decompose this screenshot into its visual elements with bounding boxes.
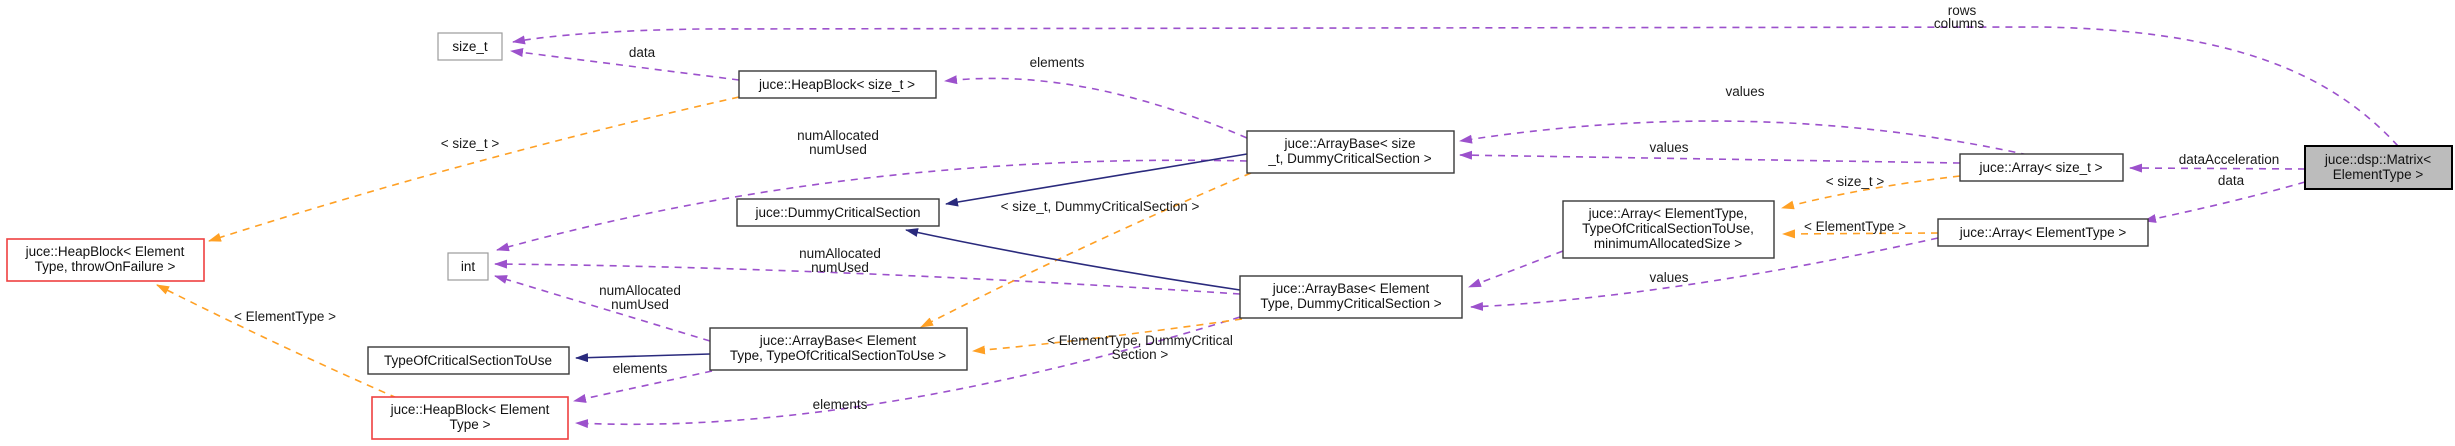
edge-label-template-sizet-dummycs: < size_t, DummyCriticalSection > xyxy=(1001,199,1200,214)
edge-label-template-sizet-heapblock: < size_t > xyxy=(441,136,500,151)
node-arraybase-elementtype-dummycriticalsection-label-1: juce::ArrayBase< Element xyxy=(1272,281,1430,296)
edge-label-numallocated-3: numAllocated xyxy=(599,283,681,298)
node-heapblock-size-t-label: juce::HeapBlock< size_t > xyxy=(758,77,915,92)
node-heapblock-size-t-box xyxy=(738,70,937,99)
edge-data-heapblock-to-sizet xyxy=(510,48,740,81)
node-typeofcriticalsectiontouse-box xyxy=(367,346,570,375)
edge-template-heapblock-elementtype xyxy=(156,284,398,399)
node-array-elementtype[interactable]: juce::Array< ElementType > xyxy=(1937,218,2149,247)
node-arraybase-elementtype-typeofcriticalsectiontouse-label-1: juce::ArrayBase< Element xyxy=(759,333,917,348)
node-arraybase-size-t[interactable]: juce::ArrayBase< size _t, DummyCriticalS… xyxy=(1246,130,1455,174)
node-array-elementtype-box xyxy=(1937,218,2149,247)
node-dsp-matrix-box xyxy=(2304,145,2453,190)
node-heapblock-elementtype-throwonfailure-label-1: juce::HeapBlock< Element xyxy=(25,244,185,259)
edge-label-numused-3: numUsed xyxy=(611,297,669,312)
node-arraybase-elementtype-typeofcriticalsectiontouse[interactable]: juce::ArrayBase< Element Type, TypeOfCri… xyxy=(709,327,968,371)
edge-label-numused-1: numUsed xyxy=(809,142,867,157)
edge-inherit-arraybase-sizet-dummycs xyxy=(945,153,1248,207)
node-typeofcriticalsectiontouse-label: TypeOfCriticalSectionToUse xyxy=(384,353,552,368)
edge-values-top xyxy=(1459,120,2029,156)
node-array-size-t[interactable]: juce::Array< size_t > xyxy=(1959,153,2124,182)
edge-inherit-arraybase-tocstu xyxy=(575,353,711,363)
node-array-elementtype-generic-label-3: minimumAllocatedSize > xyxy=(1594,236,1742,251)
node-array-elementtype-generic[interactable]: juce::Array< ElementType, TypeOfCritical… xyxy=(1562,200,1775,259)
edge-inherit-arraybase-etdcs-dummycs xyxy=(905,228,1241,291)
node-size-t-label: size_t xyxy=(452,39,488,54)
edge-template-heapblock-sizet xyxy=(208,96,740,242)
node-arraybase-elementtype-dummycriticalsection-label-2: Type, DummyCriticalSection > xyxy=(1260,296,1441,311)
edge-label-elements-tocstu: elements xyxy=(613,361,668,376)
edge-values-array-elementtype-to-arraybase xyxy=(1470,237,1939,311)
node-size-t[interactable]: size_t xyxy=(437,32,503,61)
edge-label-template-elementtype-dummycs-1: < ElementType, DummyCritical xyxy=(1047,333,1233,348)
edge-label-values-sizet: values xyxy=(1649,140,1688,155)
node-int-box xyxy=(447,252,489,281)
edge-label-template-sizet-array: < size_t > xyxy=(1826,174,1885,189)
edge-label-dataacceleration: dataAcceleration xyxy=(2179,152,2280,167)
node-array-elementtype-generic-box xyxy=(1562,200,1775,259)
node-arraybase-size-t-label-1: juce::ArrayBase< size xyxy=(1284,136,1416,151)
edge-label-values-top: values xyxy=(1725,84,1764,99)
edge-elements-arraybase-tocstu-to-heapblock xyxy=(573,370,713,403)
node-array-size-t-label: juce::Array< size_t > xyxy=(1978,160,2102,175)
edge-elements-arraybase-etdcs-to-heapblock xyxy=(575,316,1241,429)
node-dummycriticalsection[interactable]: juce::DummyCriticalSection xyxy=(736,198,940,227)
node-arraybase-size-t-box xyxy=(1246,130,1455,174)
node-typeofcriticalsectiontouse[interactable]: TypeOfCriticalSectionToUse xyxy=(367,346,570,375)
node-dsp-matrix[interactable]: juce::dsp::Matrix< ElementType > xyxy=(2304,145,2453,190)
edge-numallocated-arraybase-sizet-to-int xyxy=(496,159,1248,252)
node-heapblock-elementtype-throwonfailure-box xyxy=(6,238,205,282)
node-heapblock-elementtype-label-2: Type > xyxy=(450,417,491,432)
edge-label-elements-sizet: elements xyxy=(1030,55,1085,70)
node-arraybase-elementtype-dummycriticalsection-box xyxy=(1239,275,1463,319)
node-heapblock-elementtype[interactable]: juce::HeapBlock< Element Type > xyxy=(371,396,569,440)
node-heapblock-size-t[interactable]: juce::HeapBlock< size_t > xyxy=(738,70,937,99)
edge-label-columns: columns xyxy=(1934,16,1985,31)
edge-label-rows: rows xyxy=(1948,3,1977,18)
edge-label-template-elementtype-array: < ElementType > xyxy=(1804,219,1906,234)
edge-numallocated-arraybase-etdcs-to-int xyxy=(494,259,1241,295)
node-dummycriticalsection-label: juce::DummyCriticalSection xyxy=(754,205,920,220)
edge-numallocated-arraybase-tocstu-to-int xyxy=(494,275,711,342)
node-size-t-box xyxy=(437,32,503,61)
node-array-size-t-box xyxy=(1959,153,2124,182)
node-int[interactable]: int xyxy=(447,252,489,281)
node-heapblock-elementtype-label-1: juce::HeapBlock< Element xyxy=(390,402,550,417)
node-int-label: int xyxy=(461,259,476,274)
edge-label-data-matrix: data xyxy=(2218,173,2245,188)
edge-template-arraybase-elementtype xyxy=(972,318,1243,355)
edge-label-template-elementtype-heapblock: < ElementType > xyxy=(234,309,336,324)
edge-label-data-sizet: data xyxy=(629,45,656,60)
node-array-elementtype-label: juce::Array< ElementType > xyxy=(1959,225,2127,240)
edge-label-numallocated-1: numAllocated xyxy=(797,128,879,143)
edge-label-values-elementtype: values xyxy=(1649,270,1688,285)
node-arraybase-size-t-label-2: _t, DummyCriticalSection > xyxy=(1267,151,1431,166)
edge-template-array-sizet xyxy=(1781,175,1961,210)
node-dsp-matrix-label-1: juce::dsp::Matrix< xyxy=(2324,152,2431,167)
node-array-elementtype-generic-label-2: TypeOfCriticalSectionToUse, xyxy=(1582,221,1754,236)
node-heapblock-elementtype-throwonfailure-label-2: Type, throwOnFailure > xyxy=(35,259,176,274)
edge-elements-arraybase-sizet-to-heapblock xyxy=(944,75,1248,139)
edge-dataacceleration-matrix-to-array-sizet xyxy=(2129,163,2306,173)
node-arraybase-elementtype-typeofcriticalsectiontouse-box xyxy=(709,327,968,371)
node-arraybase-elementtype-typeofcriticalsectiontouse-label-2: Type, TypeOfCriticalSectionToUse > xyxy=(730,348,946,363)
edge-data-matrix-to-array-elementtype xyxy=(2143,181,2306,223)
node-array-elementtype-generic-label-1: juce::Array< ElementType, xyxy=(1588,206,1748,221)
edge-values-array-sizet-to-arraybase xyxy=(1459,150,1961,164)
node-dummycriticalsection-box xyxy=(736,198,940,227)
node-heapblock-elementtype-box xyxy=(371,396,569,440)
edge-label-template-elementtype-dummycs-2: Section > xyxy=(1112,347,1169,362)
edge-label-elements-etdcs: elements xyxy=(813,397,868,412)
node-heapblock-elementtype-throwonfailure[interactable]: juce::HeapBlock< Element Type, throwOnFa… xyxy=(6,238,205,282)
edge-rows-columns-matrix-to-sizet xyxy=(512,26,2399,147)
edge-label-numallocated-2: numAllocated xyxy=(799,246,881,261)
edge-values-array-generic-to-arraybase xyxy=(1468,250,1564,288)
edge-label-numused-2: numUsed xyxy=(811,260,869,275)
node-arraybase-elementtype-dummycriticalsection[interactable]: juce::ArrayBase< Element Type, DummyCrit… xyxy=(1239,275,1463,319)
edge-template-arraybase-sizet xyxy=(920,172,1252,328)
node-dsp-matrix-label-2: ElementType > xyxy=(2333,167,2424,182)
